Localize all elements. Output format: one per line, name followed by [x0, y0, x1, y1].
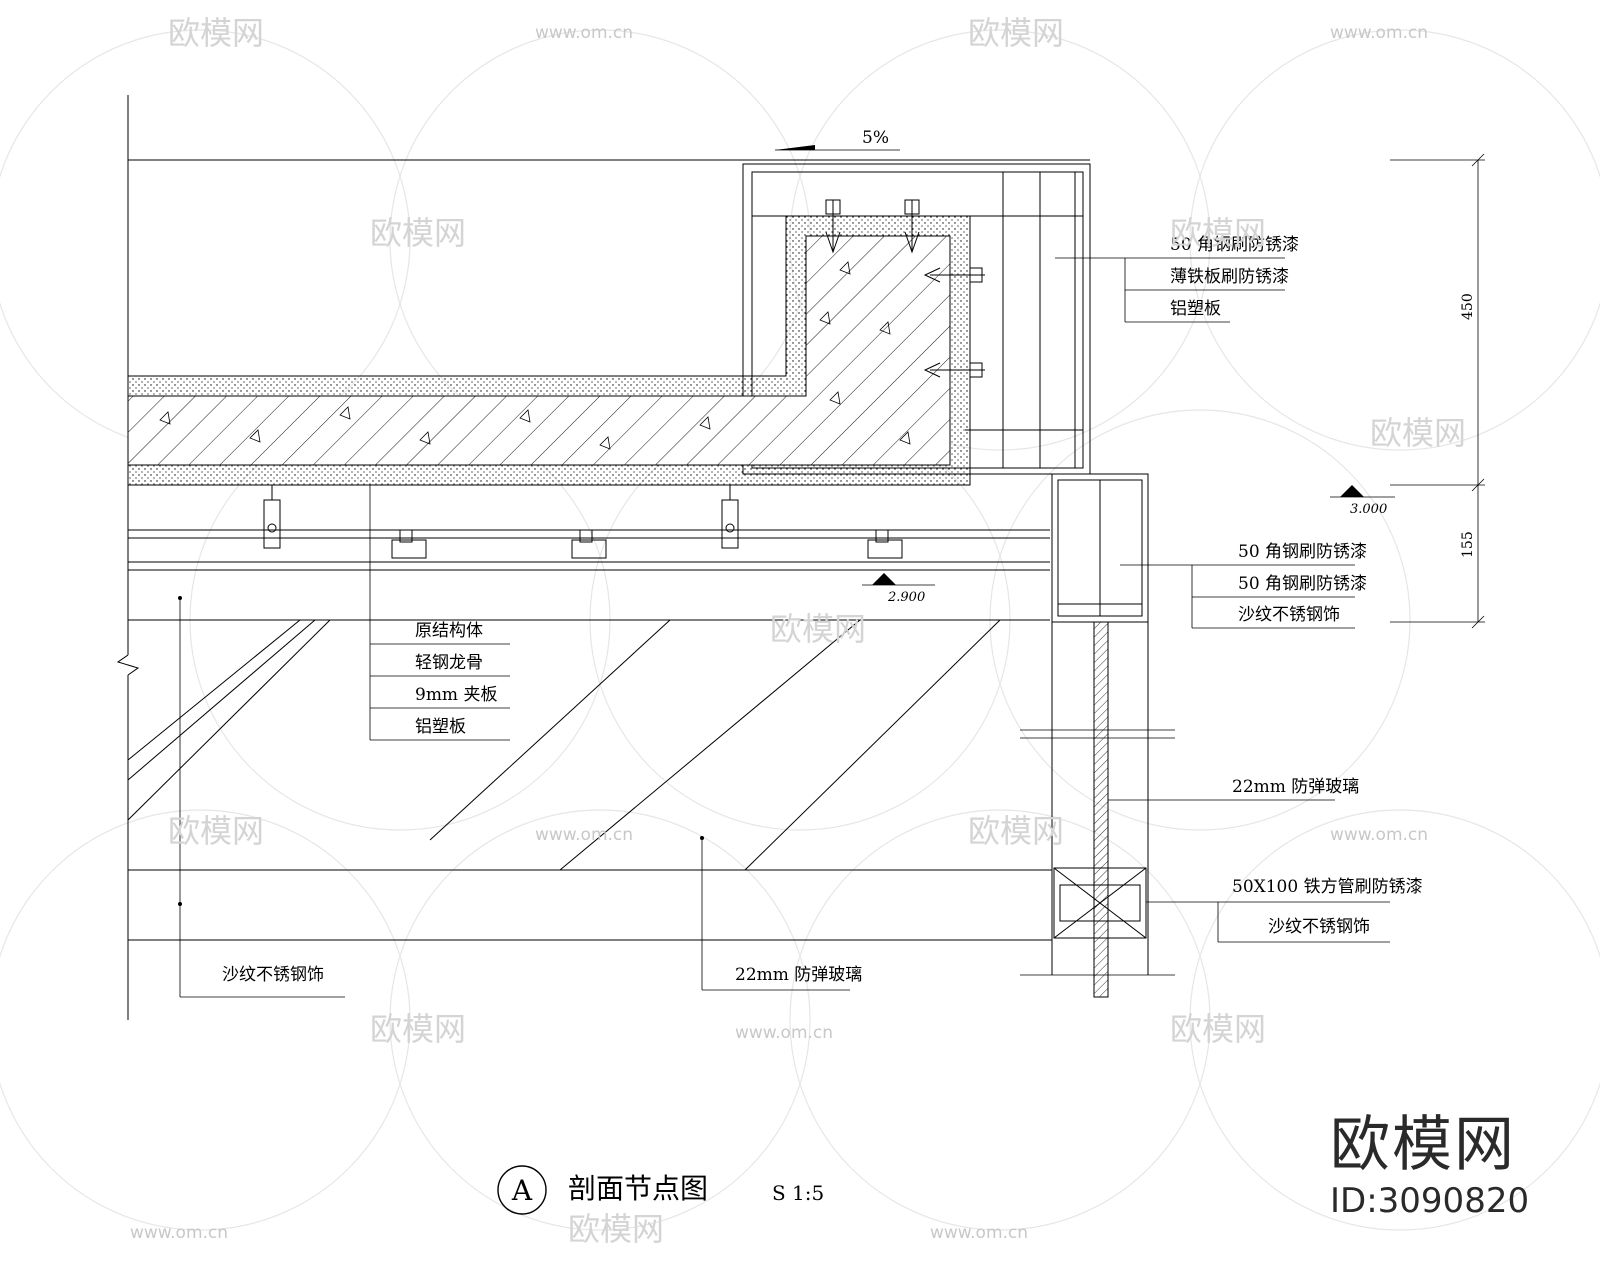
callout-ceiling-3: 9mm 夹板	[415, 685, 497, 705]
dimension-lower: 155	[1460, 531, 1476, 558]
callout-mr-1: 50 角钢刷防锈漆	[1238, 542, 1367, 562]
watermark-brands: 欧模网 欧模网 欧模网 欧模网 欧模网 欧模网 欧模网 欧模网 欧模网 欧模网 …	[168, 14, 1466, 1248]
watermark-brand-4: 欧模网	[1170, 214, 1266, 252]
leader-dots	[178, 596, 704, 906]
watermark-brand-7: 欧模网	[168, 812, 264, 850]
slope-arrow: 5%	[775, 128, 900, 151]
upper-tube	[1051, 473, 1149, 623]
callout-glass-right: 22mm 防弹玻璃	[1232, 777, 1359, 797]
vertical-glass	[1020, 621, 1175, 998]
callout-ceiling-4: 铝塑板	[415, 717, 466, 737]
watermark-url-2: www.om.cn	[1330, 23, 1428, 43]
watermark-brand-6: 欧模网	[1370, 414, 1466, 452]
dimensions	[1390, 153, 1485, 629]
concrete-slab	[127, 235, 951, 466]
watermark-brand-3: 欧模网	[370, 214, 466, 252]
callout-tr-1: 50 角钢刷防锈漆	[1170, 235, 1299, 255]
callout-tube-1: 50X100 铁方管刷防锈漆	[1232, 877, 1423, 897]
slope-text: 5%	[862, 128, 889, 148]
callout-mr-3: 沙纹不锈钢饰	[1238, 605, 1340, 625]
level-lower-text: 2.900	[887, 590, 925, 605]
callout-bottom-left: 沙纹不锈钢饰	[222, 965, 324, 985]
watermark-url-7: www.om.cn	[930, 1223, 1028, 1243]
drawing-title-block: A 剖面节点图 S 1:5	[497, 1165, 824, 1215]
section-symbol-circle	[497, 1165, 547, 1215]
watermark-url-1: www.om.cn	[535, 23, 633, 43]
callout-tr-2: 薄铁板刷防锈漆	[1170, 267, 1289, 287]
watermark-url-6: www.om.cn	[130, 1223, 228, 1243]
watermark-brand-2: 欧模网	[968, 14, 1064, 52]
callout-ceiling-1: 原结构体	[415, 621, 483, 641]
callout-mr-2: 50 角钢刷防锈漆	[1238, 574, 1367, 594]
level-upper-text: 3.000	[1350, 502, 1387, 517]
callout-tr-3: 铝塑板	[1170, 299, 1221, 319]
callout-tube-2: 沙纹不锈钢饰	[1268, 917, 1370, 937]
level-marker-lower: 2.900	[862, 573, 935, 605]
callout-bottom-mid: 22mm 防弹玻璃	[735, 965, 862, 985]
dimension-upper: 450	[1460, 293, 1476, 320]
callout-ceiling-2: 轻钢龙骨	[415, 653, 483, 673]
watermark-urls: www.om.cn www.om.cn www.om.cn www.om.cn …	[130, 23, 1428, 1243]
watermark-brand-8: 欧模网	[968, 812, 1064, 850]
drawing-title: 剖面节点图	[568, 1172, 708, 1205]
watermark-url-4: www.om.cn	[1330, 825, 1428, 845]
watermark-url-5: www.om.cn	[735, 1023, 833, 1043]
ceiling-system	[128, 485, 1050, 621]
watermark-brand-1: 欧模网	[168, 14, 264, 52]
watermark-brand-11: 欧模网	[568, 1210, 664, 1248]
watermark-brand-9: 欧模网	[370, 1010, 466, 1048]
watermark-brand-5: 欧模网	[770, 610, 866, 648]
aggregate-marks	[159, 261, 911, 450]
lower-tube	[1053, 867, 1147, 939]
brand-watermark: 欧模网 ID:3090820	[1330, 1110, 1590, 1260]
anchor-bolts	[825, 199, 985, 378]
brand-id: ID:3090820	[1330, 1181, 1530, 1221]
watermark-url-3: www.om.cn	[535, 825, 633, 845]
watermark-brand-10: 欧模网	[1170, 1010, 1266, 1048]
drawing-scale: S 1:5	[772, 1181, 824, 1205]
section-symbol: A	[511, 1174, 533, 1207]
leader-lines	[179, 257, 1390, 998]
level-marker-upper: 3.000	[1330, 485, 1395, 517]
glass-panel	[127, 619, 1052, 941]
brand-name: 欧模网	[1330, 1110, 1516, 1180]
